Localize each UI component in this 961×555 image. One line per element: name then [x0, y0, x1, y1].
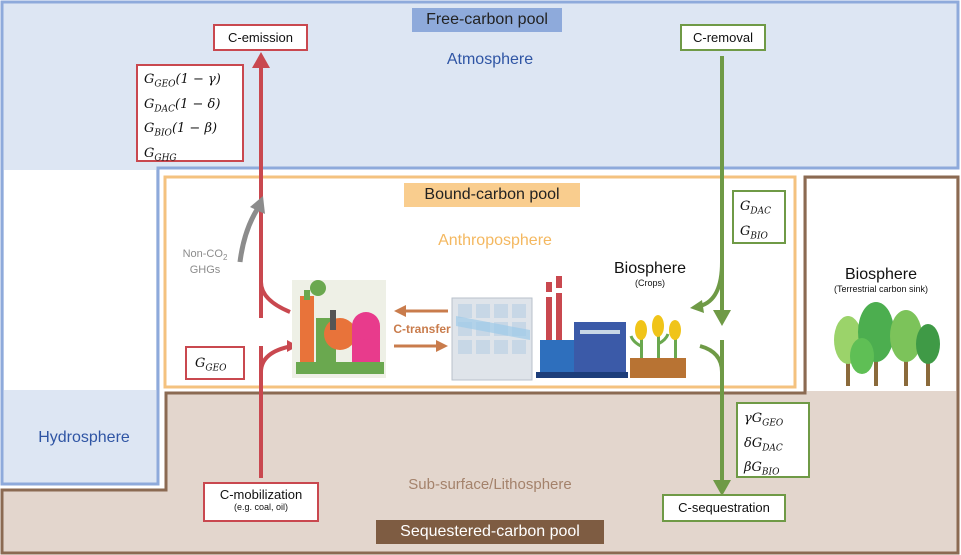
dac-unit-illustration: [451, 297, 533, 381]
sequestered-carbon-pool-label: Sequestered-carbon pool: [376, 520, 604, 544]
hydrosphere-region: [4, 390, 156, 482]
biosphere-crops-subtitle: (Crops): [634, 278, 665, 288]
c-sequestration-box: C-sequestration: [662, 494, 786, 522]
biosphere-crops-title: Biosphere: [613, 260, 687, 277]
eq-emission-geo: GGEO(1 − γ): [144, 72, 221, 90]
c-mobilization-sublabel: (e.g. coal, oil): [233, 502, 289, 512]
non-co2-arrow: [237, 206, 261, 263]
c-removal-box: C-removal: [680, 24, 766, 51]
atmosphere-label: Atmosphere: [446, 51, 534, 68]
hydrosphere-white-gap: [4, 170, 156, 390]
biosphere-crops-label: Biosphere (Crops): [600, 260, 700, 288]
biosphere-terrestrial-subtitle: (Terrestrial carbon sink): [833, 284, 929, 294]
geo-equation-box: GGEO: [185, 346, 245, 380]
c-emission-box: C-emission: [213, 24, 308, 51]
emission-equation-box: GGEO(1 − γ) GDAC(1 − δ) GBIO(1 − β) GGHG: [136, 64, 244, 163]
removal-equation-box: GDAC GBIO: [732, 190, 786, 244]
c-mobilization-label: C-mobilization: [219, 487, 303, 502]
eq-emission-bio: GBIO(1 − β): [144, 121, 218, 139]
eq-seq-geo: γGGEO: [744, 411, 784, 429]
anthroposphere-label: Anthroposphere: [438, 232, 552, 249]
eq-removal-dac: GDAC: [740, 199, 771, 217]
c-transfer-label: C-transfer: [393, 322, 451, 336]
biosphere-terrestrial-title: Biosphere: [844, 266, 918, 283]
power-plant-illustration: [536, 276, 628, 378]
eq-emission-dac: GDAC(1 − δ): [144, 96, 221, 115]
emission-arrow-head: [252, 52, 270, 68]
non-co2-text: Non-CO: [182, 248, 223, 260]
crops-illustration: [629, 315, 686, 378]
eq-geo: GGEO: [195, 356, 227, 374]
ghgs-text: GHGs: [189, 264, 221, 277]
eq-seq-bio: βGBIO: [744, 460, 780, 478]
eq-seq-dac: δGDAC: [744, 435, 783, 454]
hydrosphere-label: Hydrosphere: [38, 429, 130, 446]
factory-output-curve: [259, 281, 291, 314]
lithosphere-label: Sub-surface/Lithosphere: [408, 476, 572, 493]
eq-emission-ghg: GGHG: [144, 145, 177, 164]
lithosphere-region: [0, 175, 960, 555]
biosphere-terrestrial-label: Biosphere (Terrestrial carbon sink): [808, 266, 954, 294]
crops-out-curve: [699, 261, 724, 308]
eq-removal-bio: GBIO: [740, 223, 768, 242]
free-carbon-pool-label: Free-carbon pool: [412, 8, 562, 32]
sequestration-equation-box: γGGEO δGDAC βGBIO: [736, 402, 810, 478]
c-mobilization-box: C-mobilization (e.g. coal, oil): [203, 482, 319, 522]
non-co2-ghg-label: Non-CO2 GHGs: [170, 248, 240, 277]
non-co2-subscript: 2: [222, 253, 228, 263]
bound-carbon-pool-label: Bound-carbon pool: [404, 183, 580, 207]
trees-illustration: [834, 302, 940, 386]
factory-illustration: [292, 280, 386, 378]
